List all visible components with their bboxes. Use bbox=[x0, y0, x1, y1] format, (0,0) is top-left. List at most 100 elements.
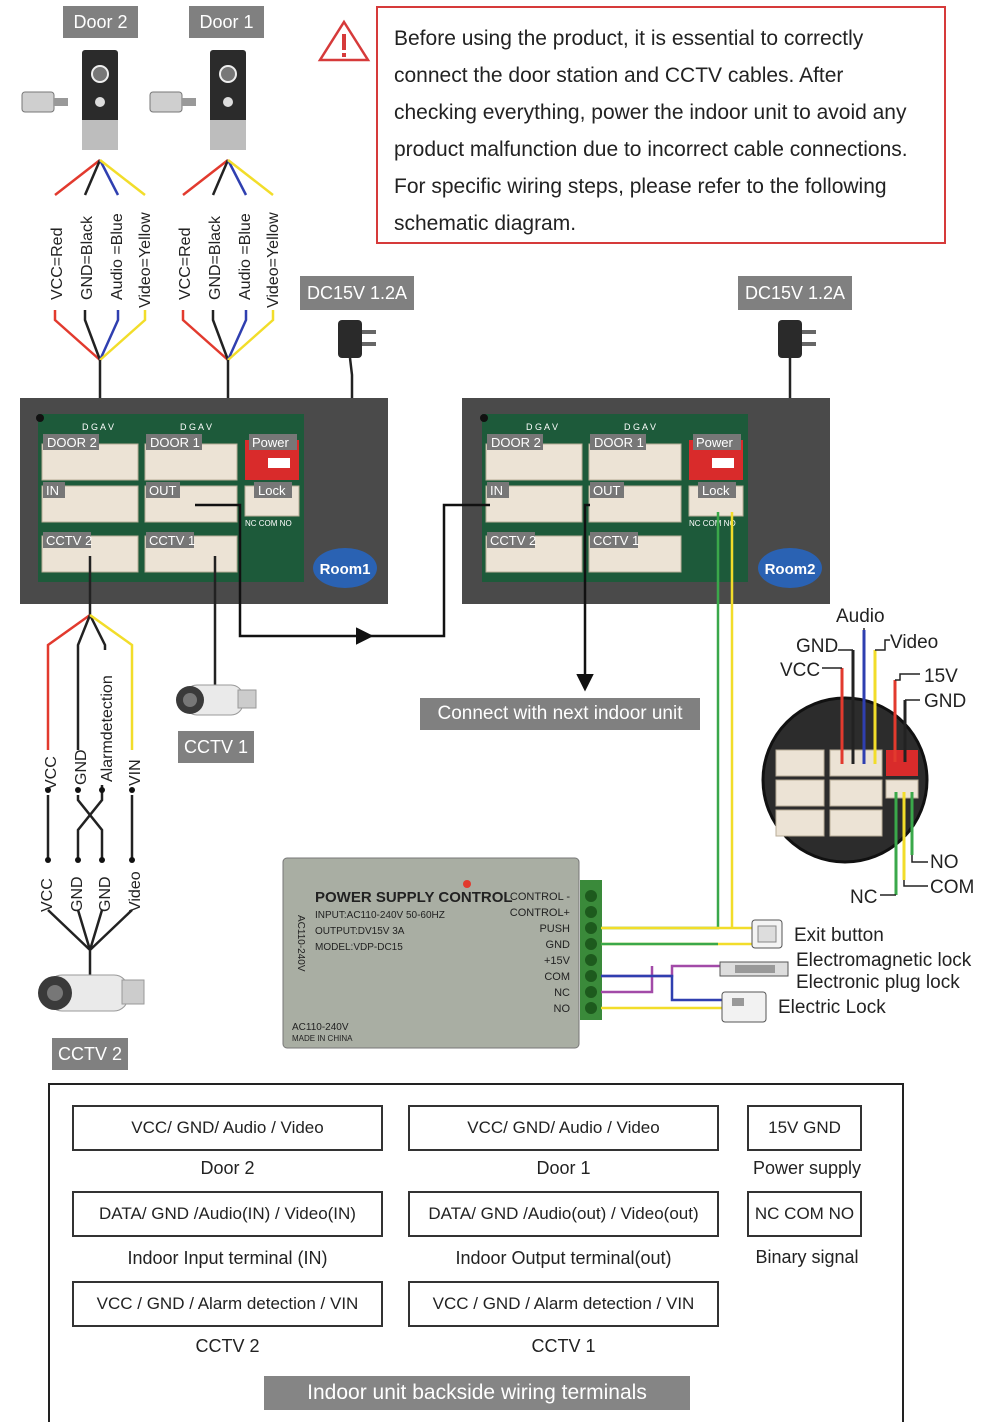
psu-input: INPUT:AC110-240V 50-60HZ bbox=[315, 910, 445, 921]
door1-vcc-label: VCC=Red bbox=[177, 228, 194, 300]
next-unit-tag: Connect with next indoor unit bbox=[420, 698, 700, 730]
zoom-gnd2-label: GND bbox=[924, 691, 966, 712]
legend-door2-caption: Door 2 bbox=[200, 1158, 255, 1178]
cam-video-label: Video bbox=[127, 871, 144, 912]
connector-zoom bbox=[761, 628, 929, 896]
legend-cctv2-box: VCC / GND / Alarm detection / VIN bbox=[72, 1281, 383, 1327]
zoom-15v-label: 15V bbox=[924, 666, 958, 687]
legend-binary-box: NC COM NO bbox=[747, 1191, 862, 1237]
door-station-1-icon bbox=[149, 50, 246, 150]
psu-side-label: AC110-240V bbox=[295, 915, 306, 972]
cctv2-wires bbox=[46, 556, 134, 975]
room1-cctv2-port: CCTV 2 bbox=[46, 533, 92, 548]
room1-lock-pins: NC COM NO bbox=[245, 519, 292, 528]
cctv2-gnd-label: GND bbox=[73, 749, 90, 785]
room2-out-port: OUT bbox=[593, 483, 621, 498]
electric-lock-icon bbox=[721, 991, 767, 1023]
room2-dgav-left: D G A V bbox=[526, 422, 558, 432]
cctv2-camera-icon bbox=[38, 974, 145, 1012]
room1-power-port: Power bbox=[252, 435, 290, 450]
legend-cctv2-caption: CCTV 2 bbox=[195, 1336, 260, 1356]
door1-gnd-label: GND=Black bbox=[207, 215, 224, 300]
room1-dgav-left: D G A V bbox=[82, 422, 114, 432]
psu-term-7: NO bbox=[554, 1003, 571, 1015]
psu-output: OUTPUT:DV15V 3A bbox=[315, 926, 405, 937]
dc-right-tag: DC15V 1.2A bbox=[738, 276, 852, 310]
psu-title: POWER SUPPLY CONTROL bbox=[315, 889, 513, 906]
legend-door1-caption: Door 1 bbox=[536, 1158, 591, 1178]
room1-lock-port: Lock bbox=[258, 483, 286, 498]
cctv2-vcc-label: VCC bbox=[43, 756, 60, 790]
room2-door1-port: DOOR 1 bbox=[594, 435, 644, 450]
legend-door1-box: VCC/ GND/ Audio / Video bbox=[408, 1105, 719, 1151]
room2-in-port: IN bbox=[490, 483, 503, 498]
room2-door2-port: DOOR 2 bbox=[491, 435, 541, 450]
door2-video-label: Video=Yellow bbox=[137, 212, 154, 308]
legend-title: Indoor unit backside wiring terminals bbox=[264, 1376, 690, 1410]
legend-door2-box: VCC/ GND/ Audio / Video bbox=[72, 1105, 383, 1151]
zoom-vcc-label: VCC bbox=[780, 660, 820, 681]
psu-term-3: GND bbox=[546, 939, 571, 951]
room1-door1-port: DOOR 1 bbox=[150, 435, 200, 450]
cctv1-tag: CCTV 1 bbox=[178, 731, 254, 763]
zoom-gnd-label: GND bbox=[796, 636, 838, 657]
legend-cctv1-box: VCC / GND / Alarm detection / VIN bbox=[408, 1281, 719, 1327]
room1-out-port: OUT bbox=[149, 483, 177, 498]
door1-audio-label: Audio =Blue bbox=[237, 213, 254, 300]
dc-left-tag: DC15V 1.2A bbox=[300, 276, 414, 310]
room1-badge bbox=[313, 548, 377, 588]
exit-button-label: Exit button bbox=[794, 925, 884, 946]
em-lock-label: Electromagnetic lock bbox=[796, 950, 972, 971]
electric-lock-label: Electric Lock bbox=[778, 997, 886, 1018]
door-station-2-icon bbox=[21, 50, 118, 150]
psu-term-4: +15V bbox=[544, 955, 571, 967]
cctv2-tag: CCTV 2 bbox=[52, 1038, 128, 1070]
legend-power-caption: Power supply bbox=[752, 1158, 862, 1178]
cam-gnd2-label: GND bbox=[97, 876, 114, 912]
power-supply-box bbox=[282, 857, 602, 1049]
psu-term-2: PUSH bbox=[539, 923, 570, 935]
plug-lock-label: Electronic plug lock bbox=[796, 972, 960, 993]
door2-gnd-label: GND=Black bbox=[79, 215, 96, 300]
room2-lock-port: Lock bbox=[702, 483, 730, 498]
psu-bottom2: MADE IN CHINA bbox=[292, 1034, 353, 1043]
zoom-audio-label: Audio bbox=[836, 606, 885, 627]
psu-term-6: NC bbox=[554, 987, 570, 999]
room2-lock-pins: NC COM NO bbox=[689, 519, 736, 528]
warning-triangle-icon bbox=[317, 19, 371, 62]
psu-output-wires bbox=[601, 926, 752, 1010]
legend-in-caption: Indoor Input terminal (IN) bbox=[127, 1248, 328, 1268]
door2-audio-label: Audio =Blue bbox=[109, 213, 126, 300]
legend-binary-caption: Binary signal bbox=[755, 1247, 859, 1267]
door2-tag: Door 2 bbox=[63, 6, 138, 38]
zoom-video-label: Video bbox=[890, 632, 938, 653]
next-unit-wire bbox=[576, 503, 594, 692]
legend-power-box: 15V GND bbox=[747, 1105, 862, 1151]
room2-cctv2-port: CCTV 2 bbox=[490, 533, 536, 548]
psu-term-1: CONTROL+ bbox=[510, 907, 570, 919]
psu-term-5: COM bbox=[544, 971, 570, 983]
room2-power-port: Power bbox=[696, 435, 734, 450]
room1-dgav-right: D G A V bbox=[180, 422, 212, 432]
out-to-in-wire bbox=[195, 503, 490, 645]
room1-cctv1-port: CCTV 1 bbox=[149, 533, 195, 548]
cctv2-vin-label: VIN bbox=[127, 759, 144, 786]
warning-box: Before using the product, it is essentia… bbox=[376, 6, 946, 244]
room2-cctv1-port: CCTV 1 bbox=[593, 533, 639, 548]
cctv2-alarm-label: Alarmdetection bbox=[99, 675, 116, 782]
psu-bottom1: AC110-240V bbox=[292, 1022, 349, 1033]
legend-out-box: DATA/ GND /Audio(out) / Video(out) bbox=[408, 1191, 719, 1237]
zoom-com-label: COM bbox=[930, 877, 974, 898]
room2-badge bbox=[758, 548, 822, 588]
legend-cctv1-caption: CCTV 1 bbox=[531, 1336, 596, 1356]
zoom-nc-label: NC bbox=[850, 887, 877, 908]
legend-in-box: DATA/ GND /Audio(IN) / Video(IN) bbox=[72, 1191, 383, 1237]
warning-text: Before using the product, it is essentia… bbox=[394, 27, 908, 235]
exit-button-icon bbox=[751, 919, 783, 949]
legend-out-caption: Indoor Output terminal(out) bbox=[455, 1248, 672, 1268]
room1-in-port: IN bbox=[46, 483, 59, 498]
psu-term-0: CONTROL - bbox=[510, 891, 570, 903]
door2-vcc-label: VCC=Red bbox=[49, 228, 66, 300]
cam-gnd1-label: GND bbox=[69, 876, 86, 912]
